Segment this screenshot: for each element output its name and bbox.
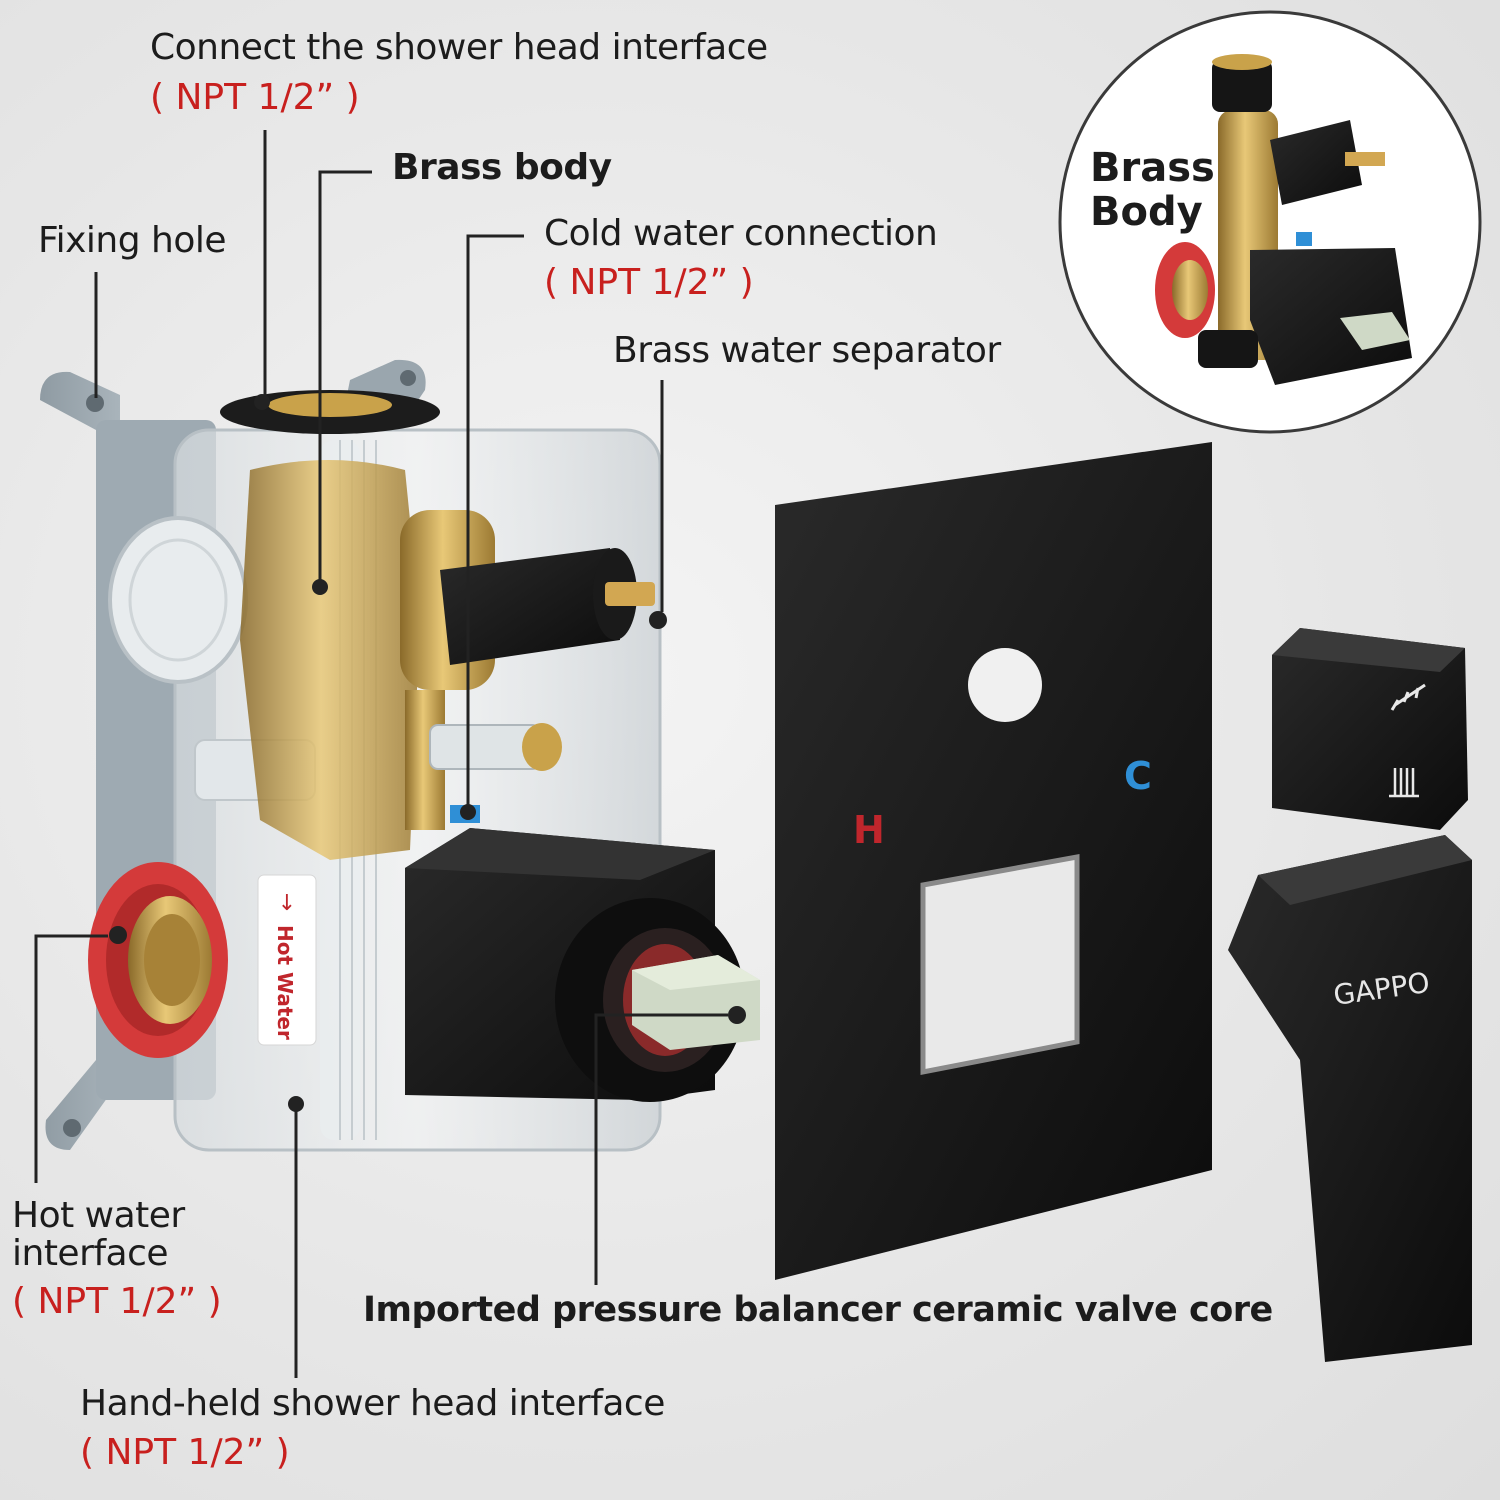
inset-label-line1: Brass — [1090, 145, 1215, 191]
fixing-hole-icon — [86, 394, 104, 412]
hot-water-inlet — [88, 862, 228, 1058]
hot-water-sticker: ↓ Hot Water — [257, 874, 317, 1046]
leader-lines — [34, 130, 728, 1378]
label-cold-water-connection: Cold water connection — [544, 213, 938, 254]
shower-head-outlet — [220, 390, 440, 434]
label-fixing-hole: Fixing hole — [38, 220, 227, 261]
diverter-hole — [968, 648, 1042, 722]
label-hot-water-interface-line1: Hot water — [12, 1195, 185, 1236]
inset-circle — [1058, 10, 1482, 434]
trim-plate: H C — [775, 442, 1212, 1280]
shower-head-icon — [1390, 683, 1426, 711]
separator-marker — [649, 611, 667, 629]
cold-water-stem — [440, 548, 667, 665]
label-handheld-interface: Hand-held shower head interface — [80, 1383, 665, 1424]
lever-handle: GAPPO — [1228, 835, 1472, 1362]
label-shower-head-interface: Connect the shower head interface — [150, 27, 768, 68]
spec-hot-water-interface: ( NPT 1/2” ) — [12, 1281, 222, 1322]
label-hot-water-interface-line2: interface — [12, 1233, 169, 1274]
hand-shower-icon — [1389, 768, 1419, 798]
cold-indicator: C — [1124, 754, 1152, 798]
spec-handheld-interface: ( NPT 1/2” ) — [80, 1432, 290, 1473]
svg-text:↓: ↓ — [278, 891, 296, 916]
inset-label-line2: Body — [1090, 189, 1203, 235]
label-brass-body: Brass body — [392, 147, 612, 188]
hot-indicator: H — [853, 808, 885, 852]
label-ceramic-valve-core: Imported pressure balancer ceramic valve… — [363, 1290, 1273, 1330]
sticker-text: Hot Water — [273, 925, 297, 1040]
spec-shower-head-interface: ( NPT 1/2” ) — [150, 77, 360, 118]
spec-cold-water-connection: ( NPT 1/2” ) — [544, 262, 754, 303]
diverter-knob — [1272, 628, 1468, 830]
label-brass-water-separator: Brass water separator — [613, 330, 1001, 371]
inset-label: Brass Body — [1090, 146, 1215, 234]
ceramic-valve-core — [632, 955, 760, 1050]
